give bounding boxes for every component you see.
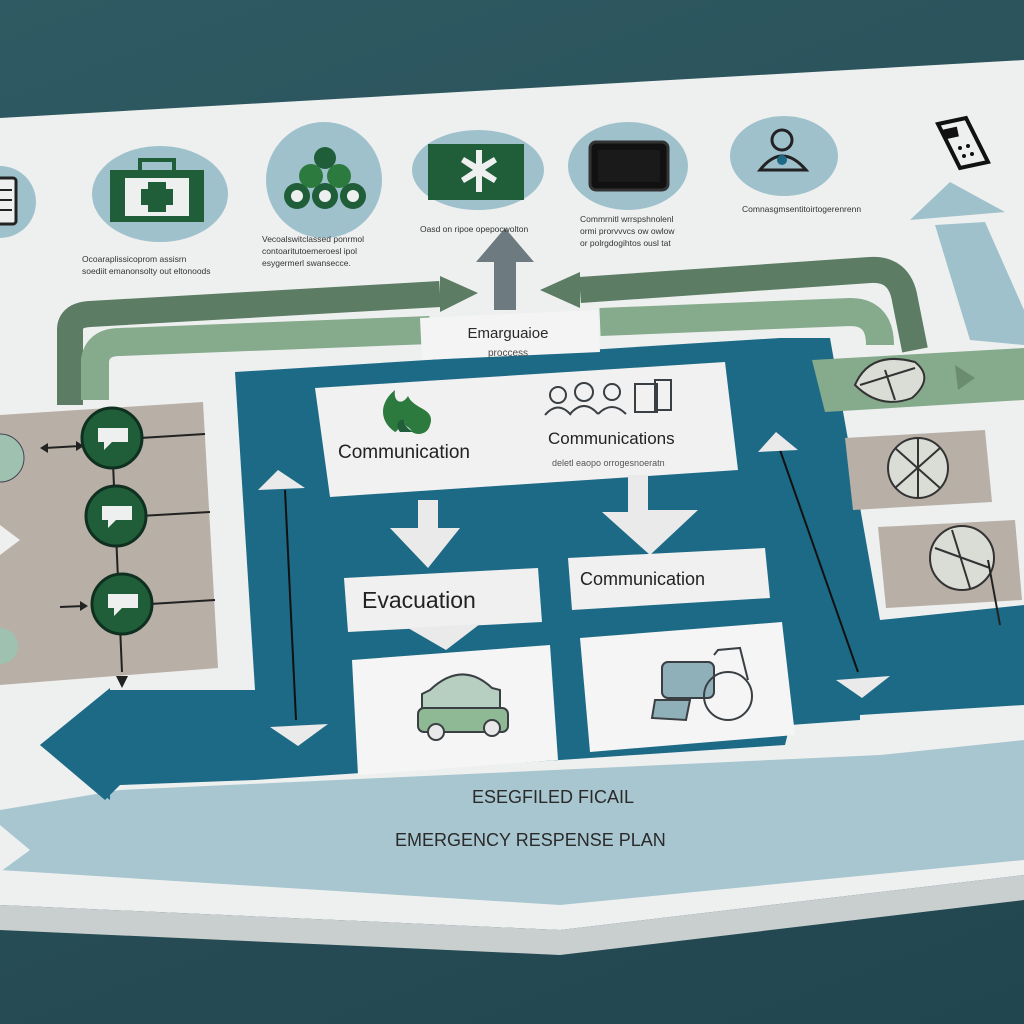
left-panel-arrow [44,445,81,449]
right-diagonal-line [779,449,859,673]
top-icon-first-aid [92,146,228,242]
compass-icon [887,437,949,499]
evacuation-label: Evacuation [362,587,476,613]
header-line2: proccess [488,348,528,359]
communication-box [315,362,738,497]
header-box [420,310,600,360]
caption-3-line-3: esygermerl swansecce. [262,258,351,268]
left-vertical-line [284,489,297,721]
caption-3-line-2: contoaritutoemeroesl ipol [262,246,357,256]
footer-line2: EMERGENCY RESPENSE PLAN [395,830,666,850]
caption-5-line-3: or polrgdogihtos ousl tat [580,238,671,248]
caption-5-line-1: Commrnitl wrrspshnolenl [580,214,674,224]
chat-node-2 [84,484,148,548]
top-icon-phone [0,166,36,238]
fire-icon [382,390,432,434]
comm-subtext: deletl eaopo orrogesnoeratn [552,458,665,468]
header-line1: Emarguaioe [468,325,549,342]
caption-2-line-2: soediit emanonsolty out eltonoods [82,266,211,276]
comm-left-label: Communication [338,442,470,463]
top-icon-person [730,116,838,196]
chat-node-1 [80,406,144,470]
green-arrow-right [440,276,478,312]
wheelchair-icon [650,646,753,722]
right-up-arrowhead [910,182,1005,220]
footer-band [0,740,1024,905]
evac-down-arrow [408,624,480,650]
caption-3-line-1: Vecoalswitclassed ponrmol [262,234,364,244]
down-arrow-left [390,500,460,568]
caption-2-line-1: Ocoaraplissicoprom assisrn [82,254,187,264]
caption-4-line-1: Oasd on ripoe opepocwolton [420,224,528,234]
down-arrow-right [602,475,698,555]
chat-node-3 [90,572,154,636]
comm-right-label: Communications [548,429,675,448]
right-up-band [935,222,1024,345]
caption-6-line-1: Comnasgmsentitoirtogerenrenn [742,204,861,214]
communication-label: Communication [580,569,705,589]
up-grey-arrow [476,228,534,310]
car-icon [417,673,509,741]
caption-5-line-2: ormi prorvvvcs ow owlow [580,226,675,236]
green-arrow-left [540,272,580,308]
footer-line1: ESEGFILED FICAIL [472,787,634,807]
paper-edge [0,875,1024,955]
top-icon-medical-star [412,130,544,210]
left-big-arrow [40,688,110,800]
top-icon-group [266,122,382,238]
evacuation-box [344,568,542,632]
footer-arrow [0,825,30,872]
leaf-icon [853,357,926,403]
top-captions: Ocoaraplissicoprom assisrn soediit emanon… [82,204,861,276]
compass-icon-2 [929,525,995,591]
left-up-arrowhead [258,470,305,490]
green-loop-right [579,256,928,353]
communication-box-2 [568,548,770,610]
left-down-arrowhead [270,724,328,746]
top-icon-mobile-phone [935,115,991,171]
right-down-arrowhead [836,676,890,698]
top-icon-tablet [568,122,688,210]
people-icon [544,379,672,416]
green-loop-left [57,281,441,405]
sage-loop [81,297,894,400]
right-up-arrowhead [758,432,798,452]
